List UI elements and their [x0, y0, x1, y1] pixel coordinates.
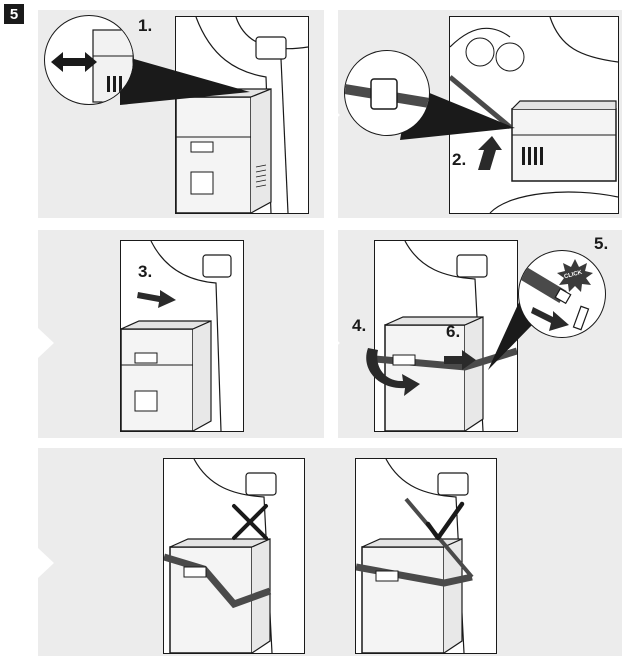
- arrow-down-right-icon: [531, 307, 569, 331]
- frame-6-correct: [355, 458, 497, 654]
- step-label-5: 5.: [594, 234, 609, 253]
- step-label-3: 3.: [138, 262, 153, 281]
- step-label-2: 2.: [452, 150, 467, 169]
- step-label-6: 6.: [446, 322, 461, 341]
- step-badge: 5: [4, 4, 24, 24]
- frame-2-fridge-side: [449, 16, 619, 214]
- frame-1-fridge-in-seat: [175, 16, 309, 214]
- zoom-circle-1: [44, 15, 134, 105]
- frame-5-incorrect: [163, 458, 305, 654]
- frame-3-belt-behind: [120, 240, 244, 432]
- zoom-circle-2: [344, 50, 430, 136]
- zoom-circle-4: [518, 250, 606, 338]
- step-label-4: 4.: [352, 316, 367, 335]
- panel-5: [38, 448, 622, 656]
- click-burst-icon: [557, 259, 593, 292]
- step-label-1: 1.: [138, 16, 153, 35]
